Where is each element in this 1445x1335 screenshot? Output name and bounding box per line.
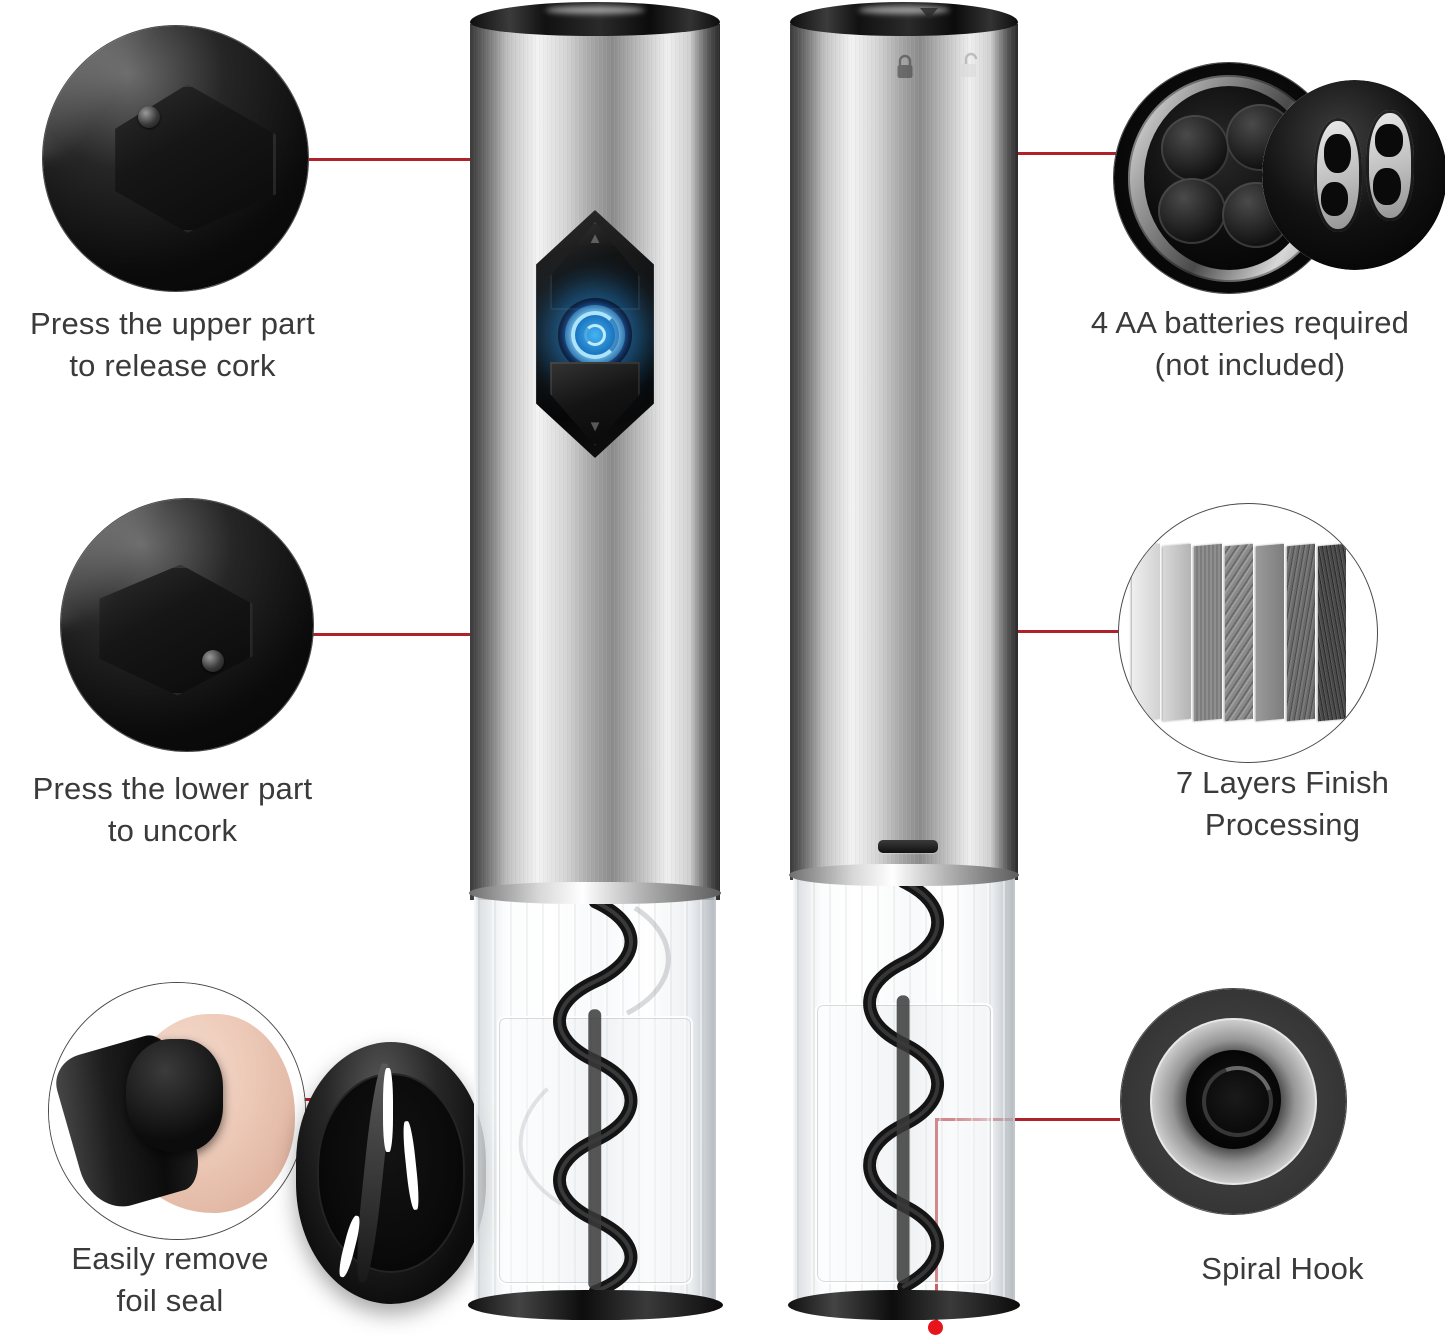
callout-label-finish: 7 Layers Finish Processing bbox=[1175, 765, 1390, 842]
connector-dot-spiral-hook bbox=[928, 1320, 943, 1335]
finish-layer bbox=[1255, 544, 1285, 722]
button-screw-dot bbox=[202, 650, 225, 673]
corkscrew-helix bbox=[863, 875, 945, 1294]
corkscrew-helix bbox=[552, 895, 638, 1298]
connector-line-finish bbox=[935, 630, 1120, 633]
callout-label-foil-cutter: Easily remove foil seal bbox=[71, 1241, 269, 1318]
callout-circle-battery-cap bbox=[1262, 80, 1445, 270]
finish-layer bbox=[1224, 544, 1254, 722]
lock-open-icon bbox=[961, 52, 978, 77]
cap-highlight bbox=[858, 6, 950, 14]
connector-line-upper-button bbox=[307, 158, 612, 161]
callout-circle-spiral-hook bbox=[1120, 988, 1347, 1215]
alignment-arrow-icon bbox=[920, 8, 938, 19]
lock-closed-icon bbox=[897, 54, 913, 78]
opener-steel-body bbox=[790, 24, 1018, 880]
body-shadow-right bbox=[690, 24, 720, 900]
finish-layer bbox=[1193, 544, 1223, 722]
battery-cap-icon bbox=[1262, 80, 1445, 270]
callout-label-batteries: 4 AA batteries required (not included) bbox=[1090, 305, 1410, 382]
blue-spiral-led bbox=[558, 298, 632, 372]
button-screw-dot bbox=[138, 105, 161, 128]
finish-layer bbox=[1317, 544, 1347, 722]
callout-circle-layers bbox=[1118, 503, 1378, 763]
callout-circle-foil-cutter bbox=[48, 982, 306, 1240]
hook-core bbox=[1186, 1049, 1281, 1149]
finish-layer bbox=[1162, 544, 1192, 722]
callout-label-lower-button: Press the lower part to uncork bbox=[32, 771, 313, 848]
opener-base-ring bbox=[467, 1290, 723, 1320]
wine-opener-back-unit[interactable] bbox=[787, 2, 1021, 1320]
cap-highlight bbox=[545, 6, 645, 14]
callout-label-spiral-hook: Spiral Hook bbox=[1201, 1251, 1364, 1286]
body-shadow-right bbox=[990, 24, 1018, 880]
opener-transparent-chamber bbox=[473, 890, 717, 1310]
connector-line-batteries bbox=[928, 152, 1118, 155]
layers-icon bbox=[1119, 504, 1377, 762]
up-arrow-button-icon bbox=[43, 26, 308, 291]
button-plate bbox=[115, 84, 277, 233]
cutter-head-illustration bbox=[125, 1039, 224, 1152]
wine-opener-front-unit[interactable]: ▲ ▼ bbox=[467, 2, 723, 1320]
callout-circle-upper-button bbox=[42, 25, 309, 292]
opener-collar bbox=[788, 864, 1020, 886]
callout-label-upper-button: Press the upper part to release cork bbox=[30, 306, 315, 383]
finish-layer bbox=[1131, 544, 1161, 722]
control-panel[interactable]: ▲ ▼ bbox=[536, 210, 654, 458]
opener-collar bbox=[468, 882, 722, 904]
callout-circle-lower-button bbox=[60, 498, 314, 752]
opener-base-ring bbox=[787, 1290, 1021, 1320]
foil-cutter-cap[interactable] bbox=[296, 1042, 486, 1304]
button-plate bbox=[99, 564, 253, 696]
corkscrew-reflection bbox=[518, 905, 671, 1206]
opener-steel-body bbox=[470, 24, 720, 900]
down-arrow-glyph: ▼ bbox=[587, 418, 603, 435]
spiral-hook-icon bbox=[1121, 989, 1346, 1214]
battery-cap-slot bbox=[1365, 110, 1414, 221]
opener-transparent-chamber bbox=[793, 872, 1015, 1310]
down-arrow-button-icon bbox=[61, 499, 313, 751]
body-shadow-left bbox=[470, 24, 505, 900]
connector-line-lower-button bbox=[300, 633, 612, 636]
body-shadow-left bbox=[790, 24, 822, 880]
battery-cell bbox=[1157, 178, 1226, 245]
foil-cutter-icon bbox=[49, 983, 305, 1239]
brushed-texture bbox=[470, 24, 720, 900]
connector-line-spiral-hook bbox=[935, 1118, 1120, 1121]
led-spiral-glyph bbox=[571, 311, 619, 359]
up-arrow-glyph: ▲ bbox=[587, 230, 603, 247]
foil-cap-blade bbox=[383, 1068, 393, 1153]
battery-cap-slot bbox=[1313, 118, 1362, 232]
finish-layer bbox=[1286, 544, 1316, 722]
battery-cell bbox=[1160, 115, 1229, 182]
brushed-texture bbox=[790, 24, 1018, 880]
vent-slot bbox=[878, 840, 938, 853]
